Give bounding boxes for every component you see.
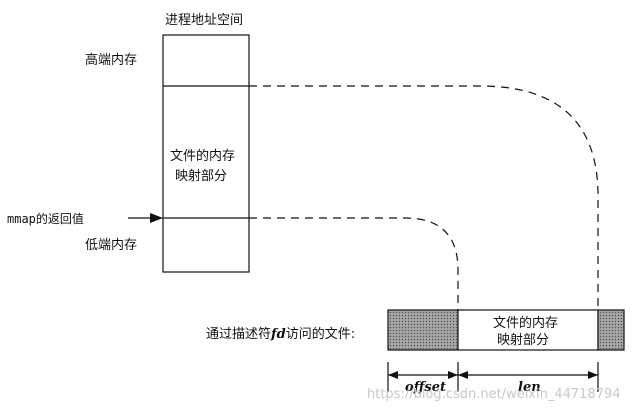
lower-mapping-curve: [249, 217, 459, 310]
watermark: https://blog.csdn.net/weixin_44718794: [367, 387, 621, 402]
file-mapped-label-1: 文件的内存: [493, 315, 558, 331]
upper-mapping-curve: [249, 85, 599, 310]
process-space-title: 进程地址空间: [165, 13, 243, 28]
file-mapped-region: [457, 309, 599, 351]
file-label: 通过描述符fd访问的文件:: [206, 326, 355, 342]
file-label-prefix: 通过描述符: [206, 326, 271, 342]
file-label-suffix: 访问的文件:: [286, 326, 355, 342]
len-arrow-left: [458, 371, 468, 379]
process-mapped-label-1: 文件的内存: [170, 148, 235, 164]
mmap-return-label: mmap的返回值: [7, 211, 84, 226]
file-trailing-region: [597, 309, 625, 351]
process-mapped-label-2: 映射部分: [175, 168, 227, 184]
file-label-fd: fd: [270, 327, 286, 342]
low-memory-label: 低端内存: [85, 237, 137, 253]
file-mapped-label-2: 映射部分: [497, 332, 549, 348]
len-arrow-right: [588, 371, 598, 379]
offset-label: offset: [405, 380, 446, 395]
offset-label-bg: [403, 378, 443, 394]
offset-arrow-left: [388, 371, 398, 379]
offset-arrow-right: [448, 371, 458, 379]
high-memory-label: 高端内存: [85, 52, 137, 68]
file-leading-region: [387, 309, 459, 351]
len-label: len: [518, 380, 541, 395]
process-space-box: [162, 34, 250, 273]
mmap-return-arrow-head: [150, 213, 163, 223]
